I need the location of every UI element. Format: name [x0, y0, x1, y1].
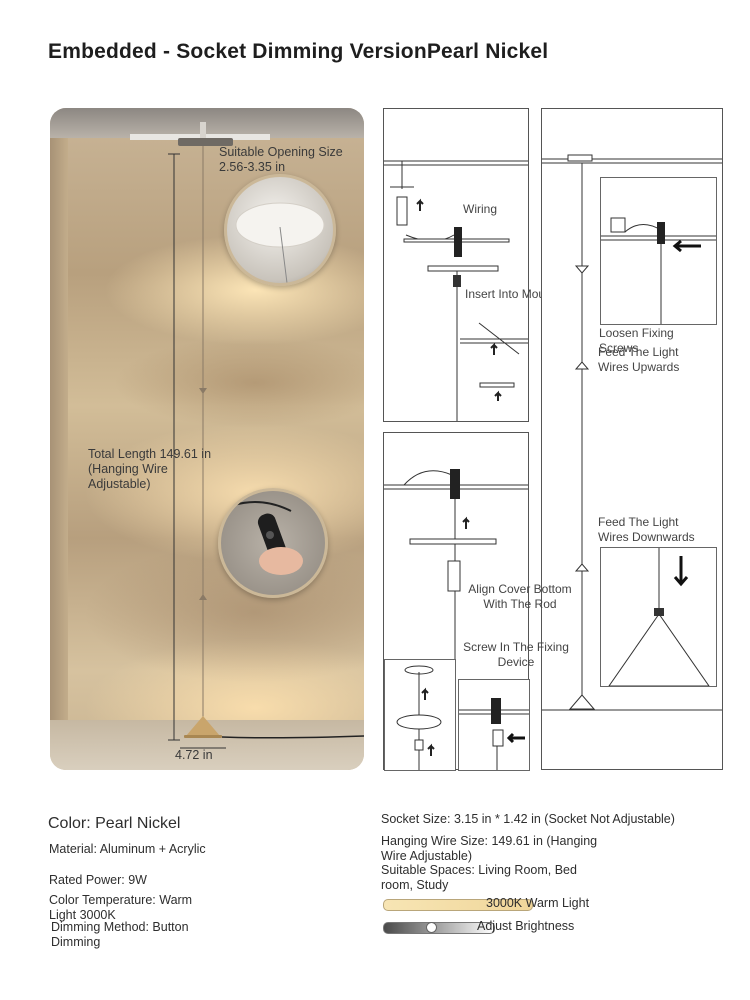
step-screw-label: Screw In The Fixing Device: [463, 640, 569, 669]
page-title: Embedded - Socket Dimming VersionPearl N…: [48, 40, 549, 63]
warm-light-bar: [383, 899, 533, 911]
spec-socket: Socket Size: 3.15 in * 1.42 in (Socket N…: [381, 812, 675, 826]
spec-material: Material: Aluminum + Acrylic: [49, 842, 206, 856]
canopy-closeup: [224, 174, 336, 286]
ceiling: [50, 108, 364, 138]
product-photo: [50, 108, 364, 770]
feed-diagram: [542, 154, 722, 711]
remote-closeup: [218, 488, 328, 598]
step-wiring-label: Wiring: [463, 202, 498, 216]
brightness-knob: [426, 922, 437, 933]
spec-temperature: Color Temperature: Warm Light 3000K: [49, 893, 193, 922]
screw-closeup-2: [458, 679, 530, 771]
spec-dimming: Dimming Method: Button Dimming: [51, 920, 189, 949]
lamp-illustration: [130, 122, 364, 749]
step-loosen-label: Loosen Fixing Screws: [599, 326, 674, 355]
spec-wire: Hanging Wire Size: 149.61 in (Hanging Wi…: [381, 834, 598, 863]
warm-light-label: 3000K Warm Light: [486, 896, 590, 910]
step-panel-align: [383, 432, 530, 771]
feed-down-closeup: [600, 547, 717, 687]
brightness-bar: [383, 922, 495, 934]
loosen-closeup: [600, 177, 717, 325]
step-panel-wiring: [383, 108, 529, 422]
screw-closeup-1: [384, 659, 456, 771]
opening-size-label: Suitable Opening Size 2.56-3.35 in: [219, 145, 343, 174]
brightness-label: Adjust Brightness: [477, 919, 575, 933]
spec-power: Rated Power: 9W: [49, 873, 147, 887]
step-feed-down-label: Feed The Light Wires Downwards: [598, 515, 695, 544]
spec-spaces: Suitable Spaces: Living Room, Bed room, …: [381, 863, 577, 892]
step-feed-up-label: Feed The Light Wires Upwards: [598, 345, 680, 374]
step-panel-feed: [541, 108, 723, 770]
wall-edge: [50, 138, 68, 720]
wiring-diagram: [384, 160, 528, 421]
base-size-label: 4.72 in: [175, 748, 213, 762]
total-length-label: Total Length 149.61 in (Hanging Wire Adj…: [88, 447, 212, 491]
step-align-label: Align Cover Bottom With The Rod: [468, 582, 572, 611]
spec-color: Color: Pearl Nickel: [48, 815, 181, 832]
